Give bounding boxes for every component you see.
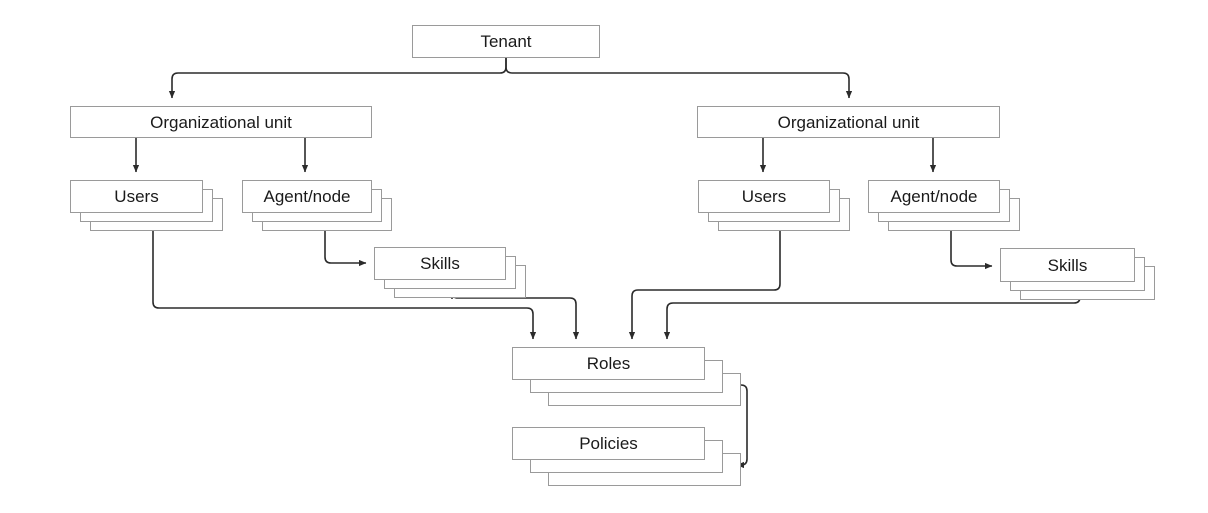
node-organizational-unit-left-label: Organizational unit <box>150 112 292 132</box>
node-users-right[interactable]: Users <box>698 180 830 213</box>
edge-agent-right-to-skills-right <box>950 231 993 270</box>
node-agent-node-left-label: Agent/node <box>263 187 351 206</box>
node-agent-node-left[interactable]: Agent/node <box>242 180 372 213</box>
node-users-left[interactable]: Users <box>70 180 203 213</box>
node-skills-left-label: Skills <box>420 254 460 273</box>
node-agent-node-right-label: Agent/node <box>890 187 978 206</box>
node-policies-label: Policies <box>579 434 638 453</box>
edge-skills-left-to-roles <box>451 291 580 340</box>
edge-tenant-to-ou-right <box>505 58 853 99</box>
node-roles[interactable]: Roles <box>512 347 705 380</box>
node-organizational-unit-left[interactable]: Organizational unit <box>70 106 372 138</box>
edge-tenant-to-ou-left <box>168 58 507 99</box>
node-users-right-label: Users <box>741 187 787 206</box>
node-agent-node-right[interactable]: Agent/node <box>868 180 1000 213</box>
edge-agent-left-to-skills-left <box>324 231 367 267</box>
node-skills-left[interactable]: Skills <box>374 247 506 280</box>
edge-users-right-to-roles <box>628 231 781 340</box>
node-skills-right-label: Skills <box>1047 255 1088 275</box>
node-tenant-label: Tenant <box>480 32 532 51</box>
node-skills-right[interactable]: Skills <box>1000 248 1135 282</box>
node-policies[interactable]: Policies <box>512 427 705 460</box>
edge-skills-right-to-roles <box>663 296 1081 340</box>
node-users-left-label: Users <box>114 187 159 206</box>
node-roles-label: Roles <box>586 354 631 373</box>
node-organizational-unit-right[interactable]: Organizational unit <box>697 106 1000 138</box>
node-tenant[interactable]: Tenant <box>412 25 600 58</box>
node-organizational-unit-right-label: Organizational unit <box>777 112 920 132</box>
